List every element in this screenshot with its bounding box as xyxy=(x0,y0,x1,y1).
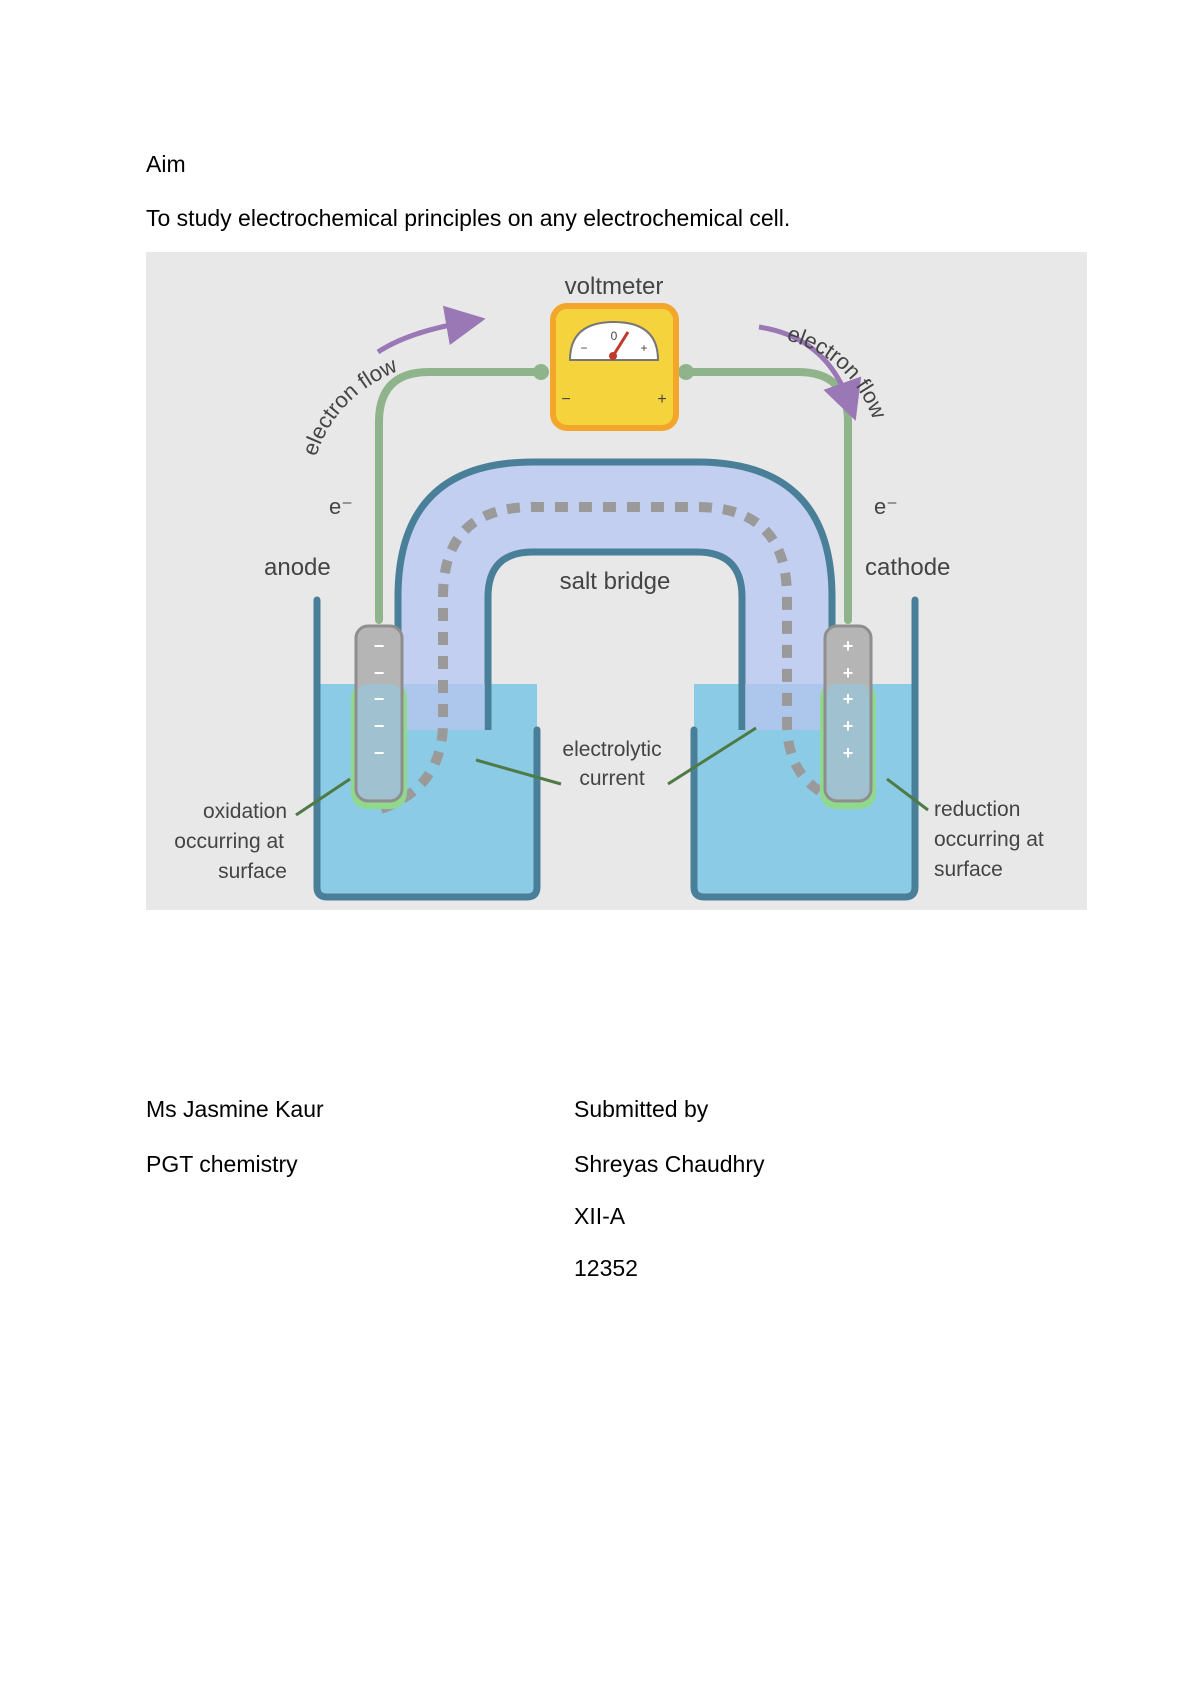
reduction-label-line3: surface xyxy=(934,858,1003,881)
salt-bridge-submerged-right xyxy=(745,684,829,730)
reduction-pointer xyxy=(886,777,929,812)
oxidation-label-line3: surface xyxy=(218,860,287,883)
electron-flow-left-arrow xyxy=(376,305,486,355)
student-name: Shreyas Chaudhry xyxy=(574,1151,765,1177)
salt-bridge-label: salt bridge xyxy=(560,568,671,595)
cathode-electrode-submerged xyxy=(826,684,870,799)
anode-negative-charge-3: − xyxy=(374,689,385,709)
voltmeter-needle xyxy=(611,331,630,357)
anode-wire xyxy=(375,368,540,624)
student-class: XII-A xyxy=(574,1203,626,1229)
left-beaker xyxy=(313,596,541,901)
voltmeter-scale-minus: − xyxy=(580,341,587,355)
electrolytic-current-path xyxy=(379,502,848,814)
cathode-positive-charge-4: + xyxy=(843,716,854,736)
electrolytic-label-line1: electrolytic xyxy=(562,738,661,761)
aim-statement: To study electrochemical principles on a… xyxy=(146,205,791,231)
cathode-positive-charge-1: + xyxy=(843,636,854,656)
anode-negative-charge-2: − xyxy=(374,663,385,683)
salt-bridge-inner-wall xyxy=(484,548,746,730)
electrochemical-cell-diagram: −−−−− +++++ 0 − + − + voltmeter electron… xyxy=(146,252,1087,910)
electron-left-symbol: e⁻ xyxy=(329,494,353,519)
cathode-label: cathode xyxy=(865,554,950,581)
anode-negative-charge-5: − xyxy=(374,743,385,763)
voltmeter-pivot xyxy=(609,352,617,360)
teacher-name: Ms Jasmine Kaur xyxy=(146,1096,324,1122)
oxidation-pointer xyxy=(295,777,351,817)
voltmeter-scale-plus: + xyxy=(640,341,647,355)
voltmeter-terminal-plus: + xyxy=(657,391,666,408)
aim-heading: Aim xyxy=(146,151,186,177)
voltmeter-terminal-minus: − xyxy=(561,391,570,408)
voltmeter-label: voltmeter xyxy=(565,273,664,300)
oxidation-label-line1: oxidation xyxy=(203,800,287,823)
reduction-label-line2: occurring at xyxy=(934,828,1044,851)
cathode-positive-charge-2: + xyxy=(843,663,854,683)
electron-flow-right-arrow xyxy=(758,324,862,421)
right-terminal-connector xyxy=(678,364,694,380)
electron-right-symbol: e⁻ xyxy=(874,494,898,519)
cathode-positive-charge-3: + xyxy=(843,689,854,709)
cathode-positive-charge-5: + xyxy=(843,743,854,763)
reduction-label-line1: reduction xyxy=(934,798,1020,821)
anode-electrode-submerged xyxy=(357,684,401,799)
submitted-by-label: Submitted by xyxy=(574,1096,709,1122)
left-terminal-connector xyxy=(533,364,549,380)
teacher-title: PGT chemistry xyxy=(146,1151,298,1177)
salt-bridge-outer-wall xyxy=(394,458,836,730)
voltmeter-dial xyxy=(568,320,660,361)
electrolytic-label-line2: current xyxy=(579,767,645,790)
electrolytic-pointer-left xyxy=(475,758,562,786)
voltmeter-scale-zero: 0 xyxy=(611,329,618,343)
anode-negative-charge-4: − xyxy=(374,716,385,736)
oxidation-label-line2: occurring at xyxy=(174,830,284,853)
electrolytic-pointer-right xyxy=(667,726,757,786)
right-beaker xyxy=(690,596,919,901)
electrochemical-cell-figure: −−−−− +++++ 0 − + − + voltmeter electron… xyxy=(146,252,1087,910)
anode-negative-charge-1: − xyxy=(374,636,385,656)
student-roll-number: 12352 xyxy=(574,1255,638,1281)
anode-label: anode xyxy=(264,554,331,581)
